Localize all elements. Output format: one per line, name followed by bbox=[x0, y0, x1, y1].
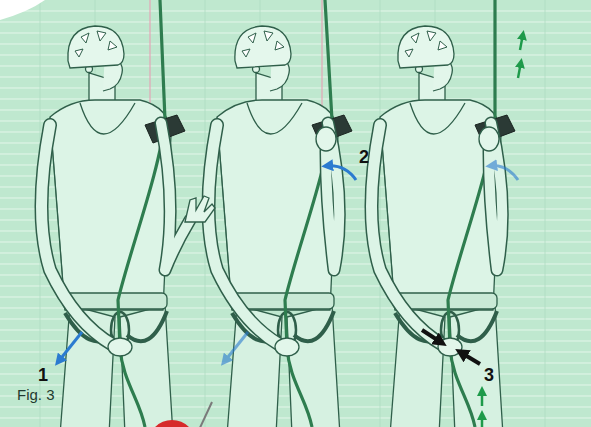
rope-direction-arrows bbox=[482, 34, 523, 427]
callout-number: 1 bbox=[38, 366, 48, 384]
callout-number: 2 bbox=[359, 148, 369, 166]
climber-figure bbox=[217, 26, 340, 427]
climber-figure bbox=[380, 26, 503, 427]
squeeze-arrows bbox=[422, 330, 480, 364]
figure-caption: Fig. 3 bbox=[17, 387, 55, 402]
paper-corner bbox=[0, 0, 45, 20]
rope bbox=[118, 0, 495, 427]
callout-number: 3 bbox=[484, 366, 494, 384]
arms bbox=[42, 123, 503, 345]
motion-arrows bbox=[58, 166, 518, 362]
climber-figure bbox=[50, 26, 173, 427]
red-badge bbox=[148, 402, 212, 427]
hands bbox=[108, 127, 499, 356]
